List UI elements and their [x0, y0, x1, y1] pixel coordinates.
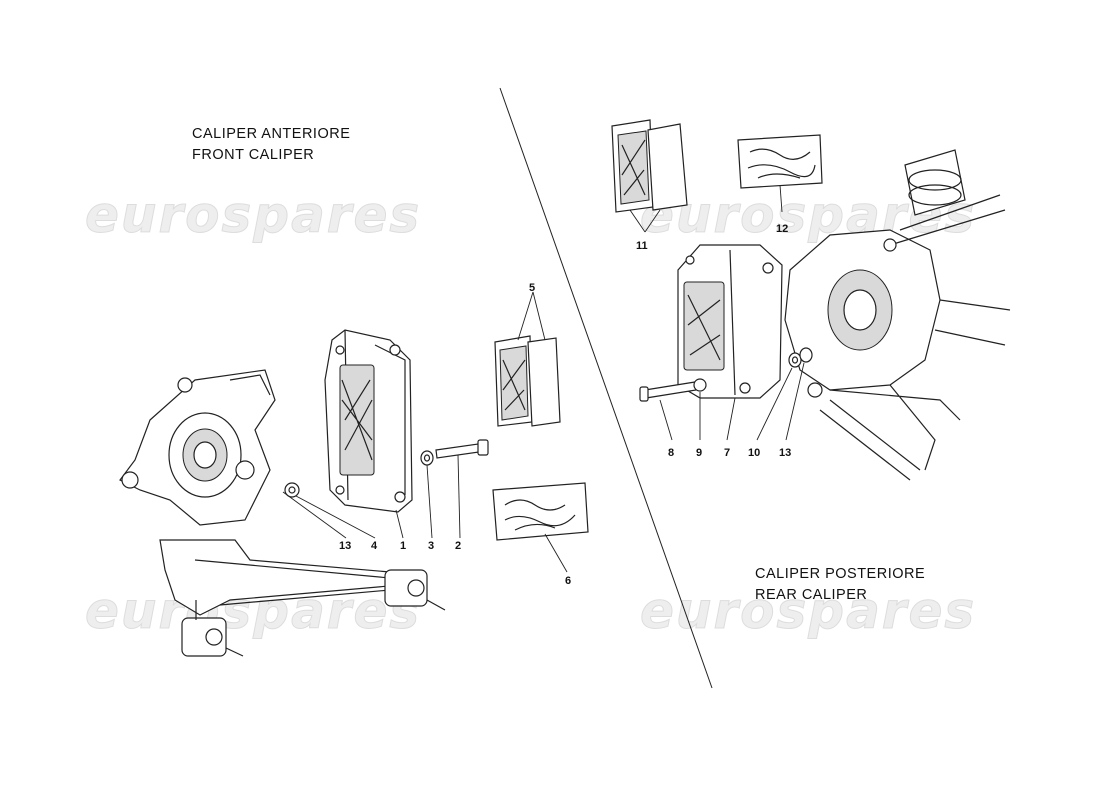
callout-label: 12	[776, 223, 788, 235]
front-leader-lines	[282, 291, 568, 573]
front-hub-knuckle	[119, 369, 276, 526]
front-hardware-kit	[492, 482, 589, 541]
rear-washers-bolt	[639, 347, 813, 402]
callout-label: 8	[668, 447, 674, 459]
callout-label: 5	[529, 282, 535, 294]
callout-label: 13	[339, 540, 351, 552]
front-title-italian: CALIPER ANTERIORE	[192, 126, 351, 142]
watermark: eurospares	[85, 186, 421, 244]
rear-caliper-title: CALIPER POSTERIORE REAR CALIPER	[755, 564, 925, 606]
watermark: eurospares	[640, 582, 976, 640]
callout-label: 6	[565, 575, 571, 587]
rear-hardware-kit	[737, 134, 823, 189]
section-divider	[499, 87, 713, 689]
front-wishbone	[159, 539, 446, 657]
front-brake-pads	[494, 335, 561, 427]
callout-label: 3	[428, 540, 434, 552]
callout-label: 7	[724, 447, 730, 459]
rear-title-italian: CALIPER POSTERIORE	[755, 566, 926, 582]
callout-label: 10	[748, 447, 760, 459]
rear-title-english: REAR CALIPER	[755, 587, 868, 603]
callout-label: 4	[371, 540, 378, 552]
callout-label: 1	[400, 540, 406, 552]
rear-caliper	[677, 244, 783, 399]
callout-label: 13	[779, 447, 791, 459]
callout-label: 11	[636, 240, 648, 252]
rear-brake-pads	[611, 119, 688, 213]
front-caliper-title: CALIPER ANTERIORE FRONT CALIPER	[192, 124, 350, 166]
callout-label: 9	[696, 447, 702, 459]
front-title-english: FRONT CALIPER	[192, 147, 315, 163]
rear-leader-lines	[629, 184, 805, 441]
front-callouts: 13 4 1 3 2 5 6	[339, 282, 571, 587]
front-caliper	[324, 329, 413, 513]
front-washers-bolt	[284, 439, 489, 498]
rear-callouts: 11 12 8 9 7 10 13	[636, 223, 791, 459]
rear-upright-suspension	[784, 149, 1011, 481]
callout-label: 2	[455, 540, 461, 552]
